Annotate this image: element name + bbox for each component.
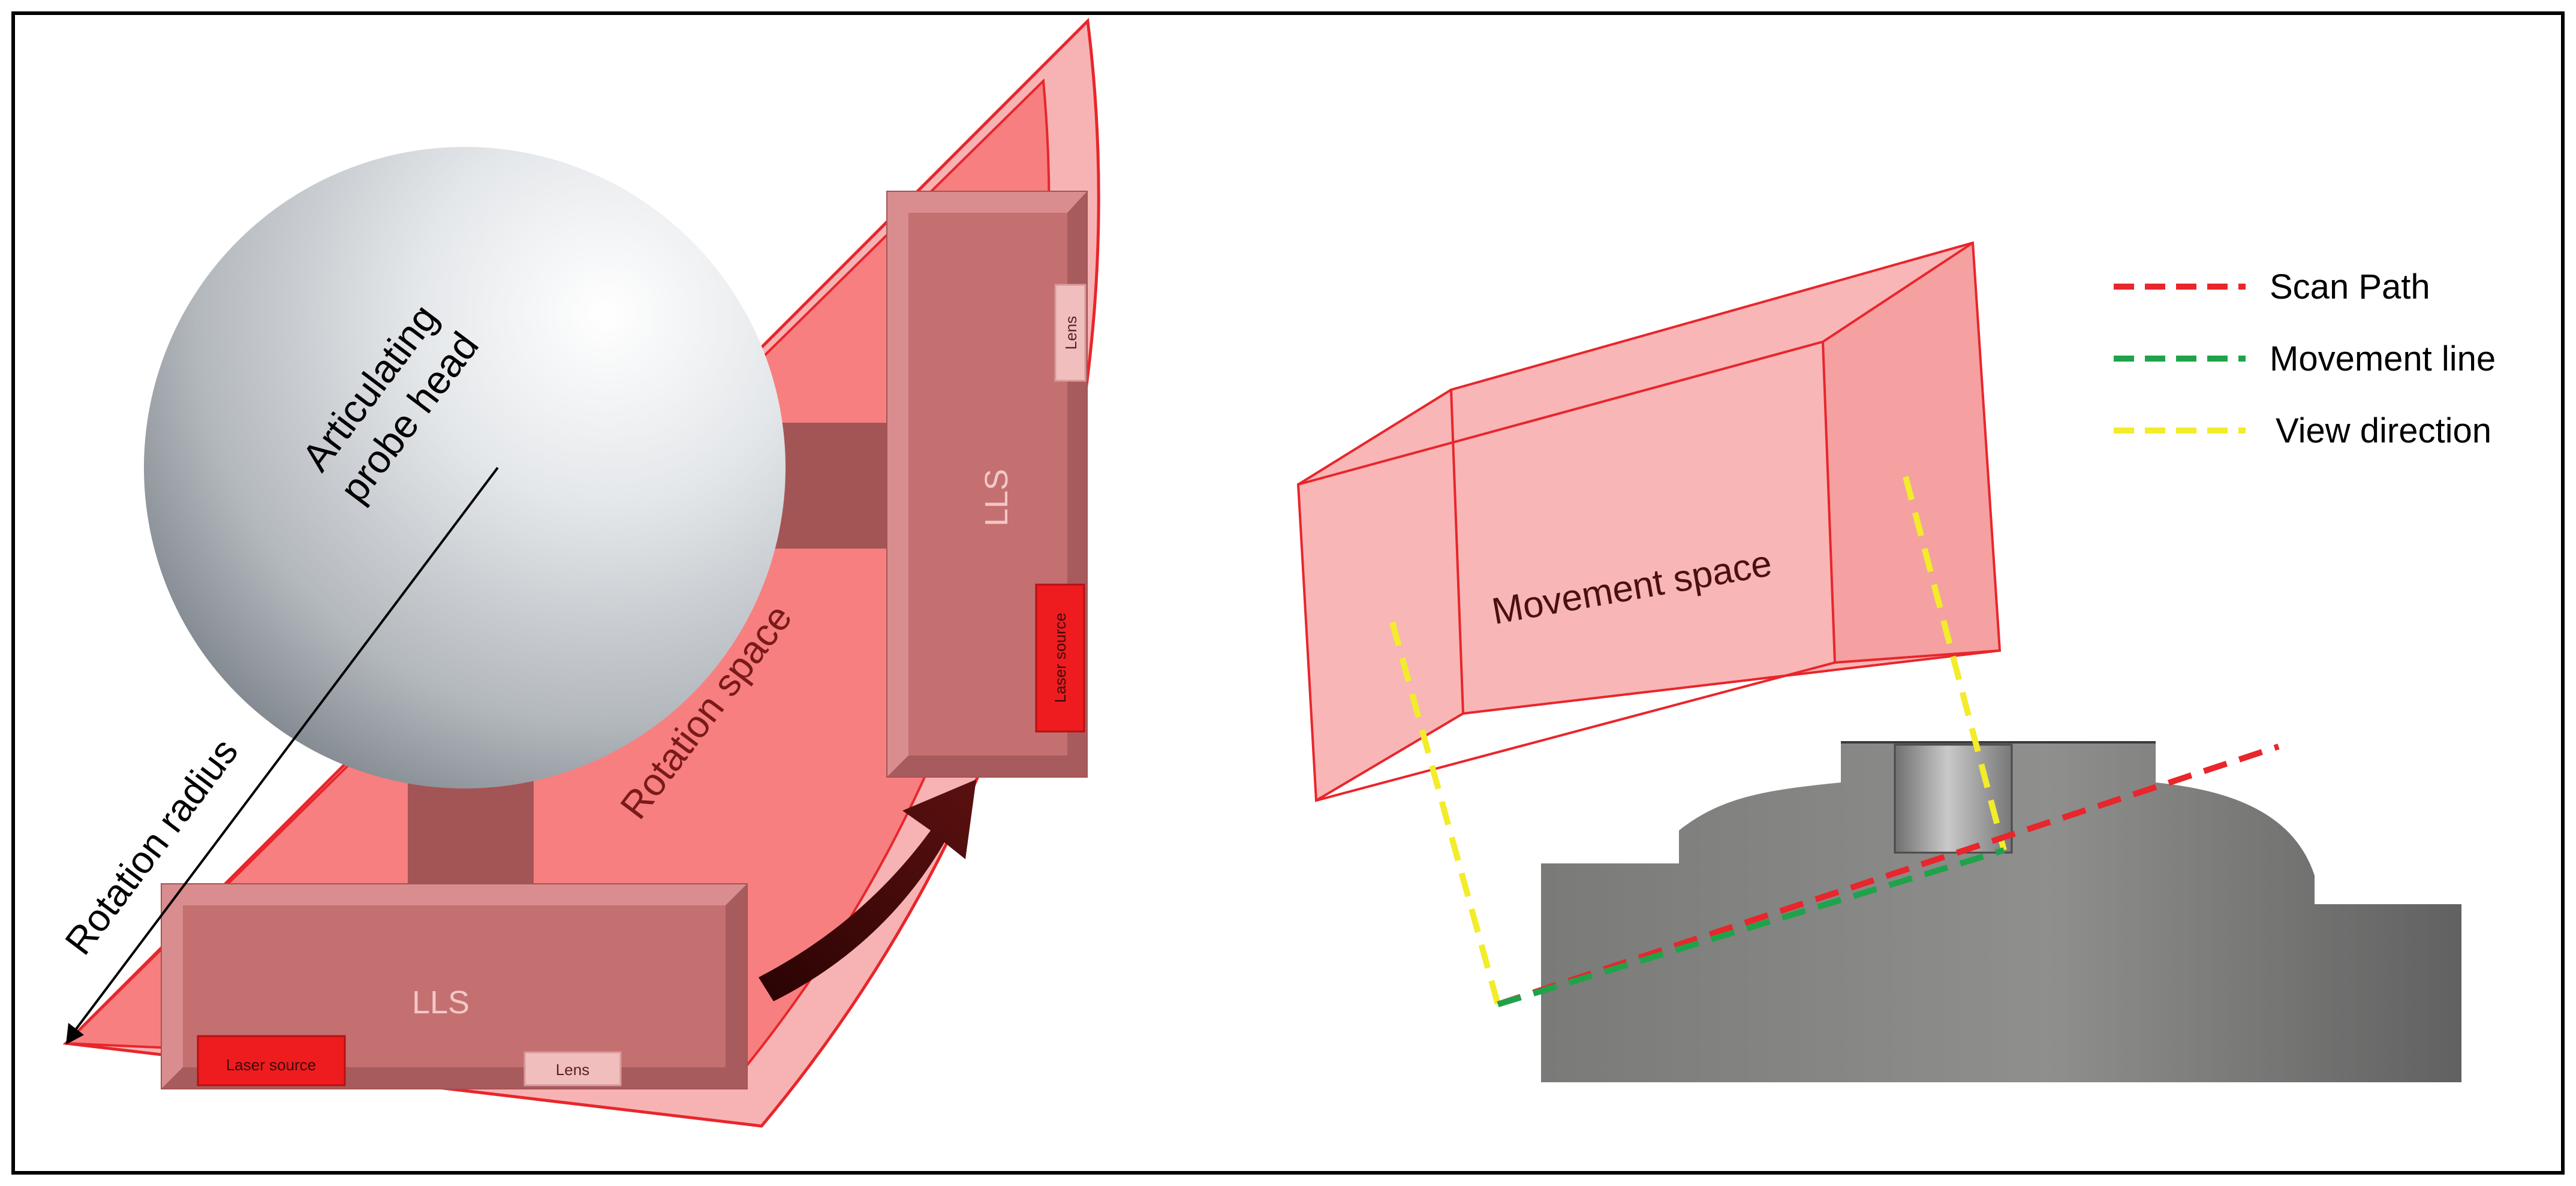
lls-lower-bevel-left [162,884,183,1088]
rotation-radius-arrowhead [66,1023,84,1044]
lens-lower [523,1051,622,1086]
rotation-arrow [759,779,976,1001]
probe-head-sphere [144,147,786,788]
lls-lower-label: LLS [412,985,470,1021]
workpiece-bore [1894,743,2013,854]
lls-upper-bevel-left [887,192,908,776]
scan-path-line [1497,743,2280,1007]
laser-source-upper [1035,583,1085,733]
lls-upper-bevel-bottom [887,755,1087,776]
legend-label-scan-path: Scan Path [2270,267,2430,306]
legend-label-view-direction: View direction [2276,411,2491,450]
lls-lower: LLS Laser source Lens [161,767,748,1089]
movement-space-box: Movement space [1296,241,2002,802]
lens-upper [1054,284,1087,382]
rotation-radius-line [70,466,499,1037]
laser-source-upper-label: Laser source [1051,613,1069,703]
movement-space-front-face [1298,390,1463,800]
legend: Scan Path Movement line View direction [2114,267,2496,450]
lens-upper-label: Lens [1062,316,1080,350]
lens-lower-label: Lens [556,1061,589,1079]
lls-upper-connector [762,423,905,549]
lls-upper: LLS Lens Laser source [762,191,1088,778]
movement-space-edge-1 [1297,389,1452,486]
movement-space-side-face [1823,243,2000,663]
movement-space-edge-3 [1834,649,2000,664]
movement-space-edge-4 [1315,712,1464,802]
workpiece [1541,741,2461,1082]
movement-line [1497,847,2005,1007]
movement-space-edge-2 [1822,242,1974,343]
lls-upper-label: LLS [979,469,1015,526]
laser-source-lower-label: Laser source [226,1056,316,1074]
view-direction-line-left [1389,621,1501,1006]
laser-source-lower [197,1035,346,1086]
workpiece-body [1541,742,2461,1082]
lls-lower-bevel-right [726,884,747,1088]
legend-label-movement-line: Movement line [2270,339,2496,378]
lls-lower-bevel-top [162,884,747,905]
lls-upper-bevel-top [887,192,1087,213]
view-direction-line-right [1903,475,2007,851]
